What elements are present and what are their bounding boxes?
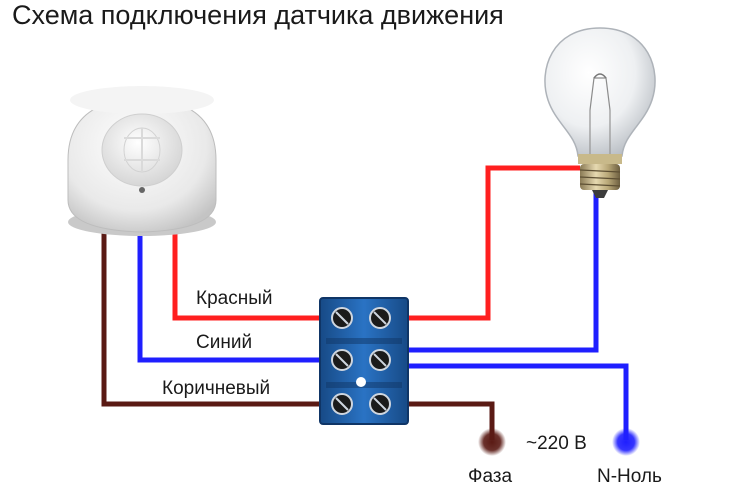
motion-sensor-icon (67, 86, 217, 236)
neutral-label: N-Ноль (597, 466, 662, 487)
brown-wire (101, 224, 336, 407)
voltage-label: ~220 В (526, 433, 587, 454)
red-wire-to-lamp (392, 165, 580, 321)
neutral-terminal (612, 428, 640, 456)
light-bulb-icon (544, 27, 656, 198)
blue-wire (137, 232, 336, 363)
red-wire-label: Красный (196, 288, 272, 309)
phase-terminal (478, 428, 506, 456)
terminal-block-icon (319, 297, 409, 425)
blue-wire-to-lamp (392, 192, 599, 353)
wires (101, 165, 629, 440)
red-wire (172, 228, 336, 321)
diagram-title: Схема подключения датчика движения (12, 0, 504, 30)
blue-wire-to-neutral (392, 363, 629, 440)
blue-wire-label: Синий (196, 332, 252, 353)
brown-wire-label: Коричневый (162, 378, 270, 399)
phase-label: Фаза (468, 466, 513, 487)
